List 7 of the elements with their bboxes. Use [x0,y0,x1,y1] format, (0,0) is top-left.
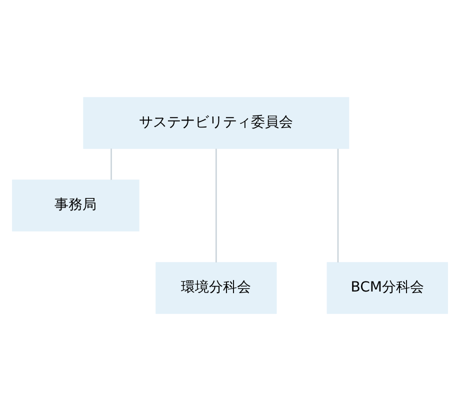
node-box: 事務局 [12,179,140,231]
node-box: BCM分科会 [326,262,448,314]
connector [216,148,217,262]
connector [337,148,339,262]
node-box: 環境分科会 [156,262,277,314]
connector [110,148,112,180]
node-box: サステナビリティ委員会 [83,96,350,148]
